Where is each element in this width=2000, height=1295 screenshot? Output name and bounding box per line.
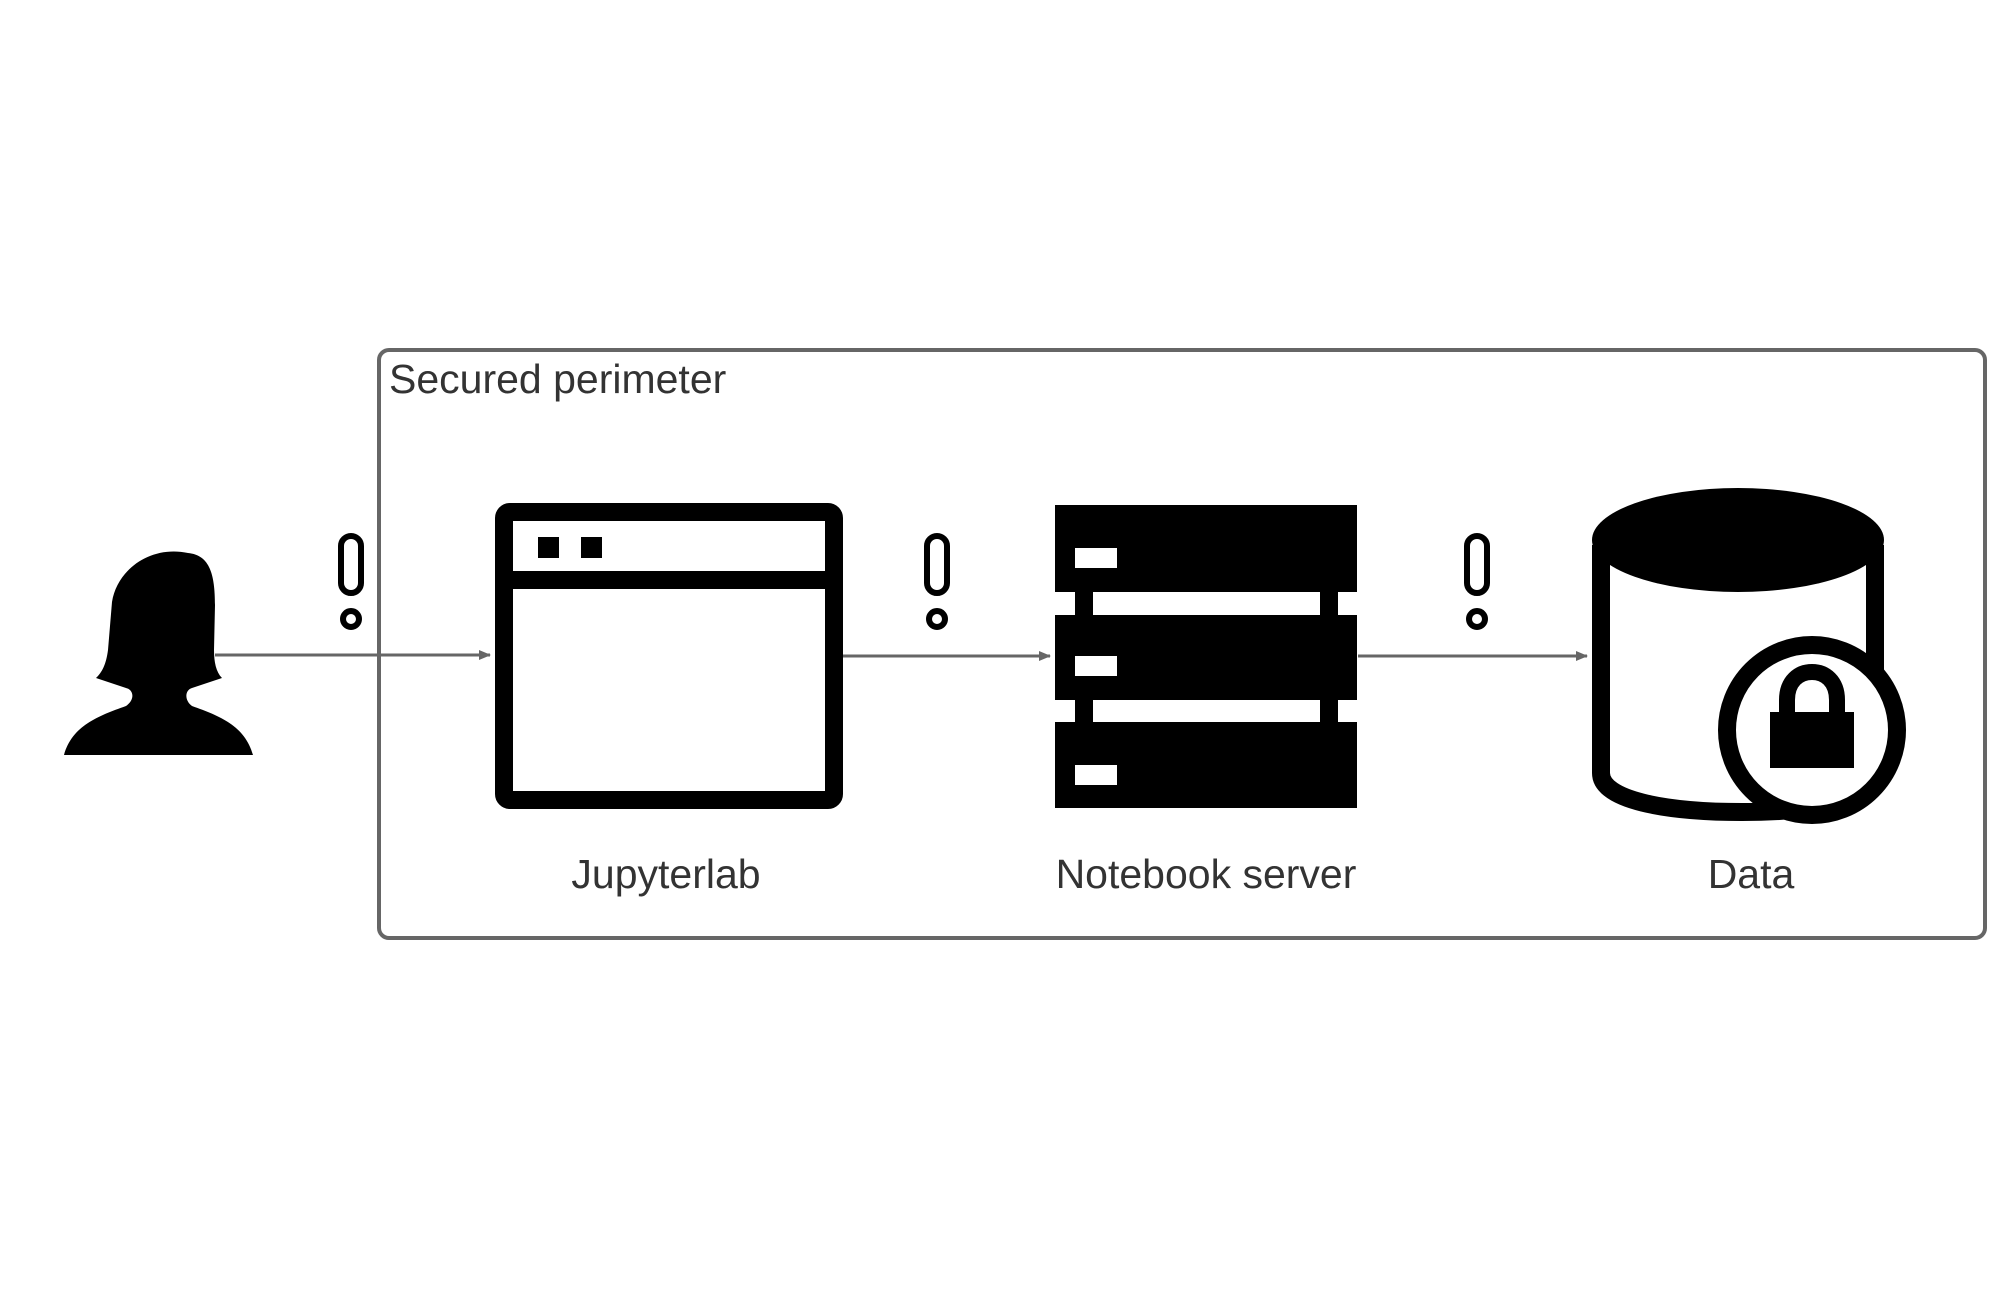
node-label-notebook-server: Notebook server	[1056, 851, 1357, 897]
node-label-jupyterlab: Jupyterlab	[571, 851, 760, 897]
edges	[215, 650, 1588, 661]
server-rack-icon	[1055, 505, 1357, 808]
warning-marker-icon	[1464, 533, 1490, 630]
node-user	[64, 551, 253, 755]
node-jupyterlab: Jupyterlab	[495, 503, 843, 897]
perimeter-border	[377, 348, 1987, 940]
warning-marker-icon	[338, 533, 364, 630]
node-notebook-server: Notebook server	[1055, 505, 1357, 897]
secured-perimeter: Secured perimeter	[377, 348, 1987, 940]
user-icon	[64, 551, 253, 755]
warning-marker-icon	[924, 533, 950, 630]
browser-window-icon	[495, 503, 843, 809]
perimeter-label: Secured perimeter	[389, 356, 726, 402]
node-data: Data	[1592, 488, 1906, 897]
edge-markers	[338, 533, 1490, 630]
node-label-data: Data	[1708, 851, 1795, 897]
locked-database-icon	[1592, 488, 1906, 824]
